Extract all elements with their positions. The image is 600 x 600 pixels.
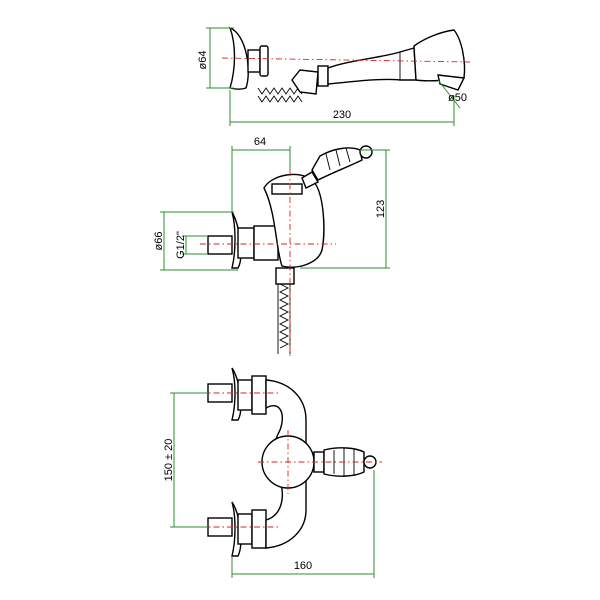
lever-knob xyxy=(359,145,373,159)
bracket-neck xyxy=(247,49,261,73)
upper-inlet-nut xyxy=(251,375,267,415)
dim-spray-diameter: ø50 xyxy=(448,92,467,104)
lower-flange-base xyxy=(237,513,253,545)
lever-facet-3 xyxy=(345,147,351,163)
dim-inlet-thread: G1/2" xyxy=(175,231,187,259)
flange-base xyxy=(237,227,255,259)
lever-neck xyxy=(301,171,319,189)
hose-side xyxy=(278,283,290,349)
dim-handshower-length: 230 xyxy=(333,109,351,121)
dim-body-width: 64 xyxy=(254,136,266,148)
dim-inlet-center-distance: 150 ± 20 xyxy=(163,439,175,482)
inlet-pipe xyxy=(207,235,233,255)
dim-overall-width: 160 xyxy=(294,560,312,572)
front-view: 150 ± 20 160 xyxy=(163,367,382,578)
side-view: 64 123 ø66 G1/2" xyxy=(153,136,390,356)
inlet-nut xyxy=(253,225,279,261)
handle-grip xyxy=(327,47,417,85)
dim-head-diameter: ø64 xyxy=(197,51,209,70)
handshower-axis xyxy=(221,57,471,63)
lever-facet-1 xyxy=(325,153,331,171)
outlet-nut xyxy=(275,267,295,285)
hose-coil-2 xyxy=(257,95,303,103)
upper-flange-base xyxy=(237,379,253,411)
hose-coil xyxy=(257,87,303,95)
dim-flange-diameter: ø66 xyxy=(153,232,165,251)
lever-facet-2 xyxy=(335,149,341,167)
spray-face xyxy=(437,74,466,91)
body-cap xyxy=(271,183,303,195)
dim-body-height: 123 xyxy=(375,200,387,218)
lower-inlet-nut xyxy=(251,509,267,549)
handle-collar xyxy=(317,65,329,87)
bracket-ring xyxy=(259,45,269,77)
hose-connector xyxy=(291,69,319,95)
handshower-view: ø64 230 ø50 xyxy=(197,26,471,126)
handshower-head xyxy=(413,29,466,82)
dim-ø50-line xyxy=(437,79,461,109)
